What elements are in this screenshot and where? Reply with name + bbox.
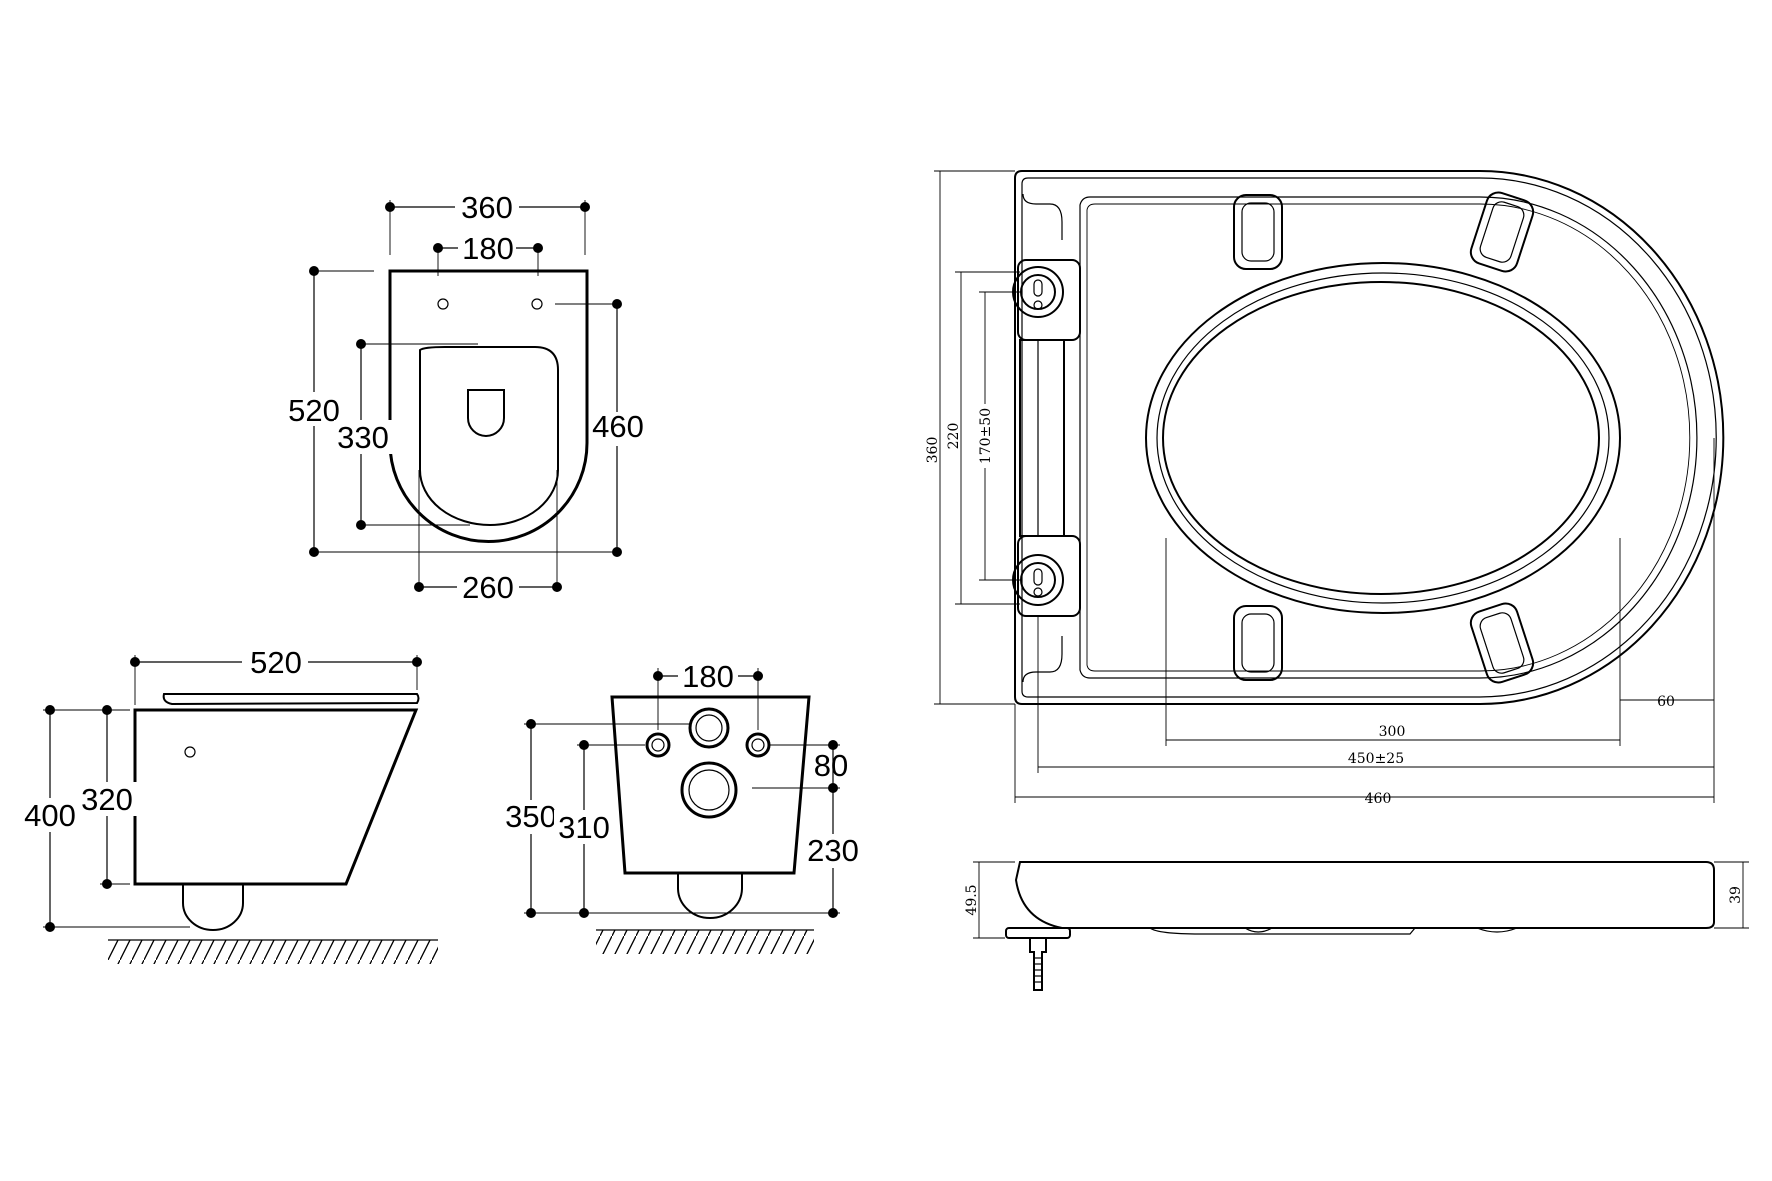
dim-side-length: 520 <box>250 645 302 680</box>
dim-top-width: 360 <box>461 190 513 225</box>
dim-seat-length: 460 <box>1365 791 1392 807</box>
seat-inner-rim <box>1079 196 1698 679</box>
dim-rear-waste-height: 230 <box>807 833 859 868</box>
dim-seat-front-edge: 60 <box>1657 694 1675 710</box>
seat-top-view: 360 220 170±50 300 450±25 460 60 <box>925 170 1725 807</box>
dim-top-fixing-to-front: 460 <box>592 409 644 444</box>
fixing-hole-side <box>184 746 196 758</box>
outlet-side <box>182 884 244 931</box>
toilet-rear-view: 180 350 310 80 230 <box>501 659 863 954</box>
rear-outlet <box>677 873 743 919</box>
seat-side-outline <box>1014 861 1715 929</box>
dim-seat-inner-length: 300 <box>1379 724 1406 740</box>
rear-outline <box>610 695 811 875</box>
hinge-top <box>1012 259 1081 341</box>
dim-rear-height-mid: 310 <box>558 810 610 845</box>
inlet-ring-top <box>688 707 730 749</box>
seat-side-view: 49.5 39 <box>964 861 1749 991</box>
water-outlet <box>467 389 505 437</box>
bowl-top-outline <box>388 269 589 544</box>
seat-opening-outer <box>1145 262 1621 614</box>
dim-rear-height-top: 350 <box>505 799 557 834</box>
seat-opening-outline <box>419 346 559 527</box>
bowl-side-outline <box>133 708 419 886</box>
seat-bumper-bottom-right <box>1469 602 1535 684</box>
fixing-ring-left <box>645 732 671 758</box>
dim-seat-width: 360 <box>925 437 941 464</box>
seat-side-hinge-plate <box>1005 927 1071 939</box>
floor-hatch-rear <box>596 930 814 954</box>
dim-seat-hinge-adjust: 170±50 <box>978 408 994 464</box>
seat-side-bolt <box>1029 937 1047 991</box>
seat-bumper-top-right <box>1469 191 1535 273</box>
fixing-hole-right <box>531 298 543 310</box>
dim-rear-fixing: 180 <box>682 659 734 694</box>
dim-seat-side-thickness: 39 <box>1728 886 1744 904</box>
dim-side-height-rim: 320 <box>81 782 133 817</box>
toilet-side-view: 520 400 320 <box>20 645 438 964</box>
seat-opening-inner <box>1162 281 1600 595</box>
dim-side-height-overall: 400 <box>24 798 76 833</box>
seat-lid-side <box>162 693 420 706</box>
dim-seat-side-height: 49.5 <box>964 884 980 915</box>
dim-seat-length-adjust: 450±25 <box>1348 751 1404 767</box>
seat-bumper-bottom-left <box>1233 605 1283 681</box>
fixing-hole-left <box>437 298 449 310</box>
dim-top-opening-length: 330 <box>337 420 389 455</box>
seat-outer-outline <box>1014 170 1725 705</box>
dim-seat-hinge-outer: 220 <box>946 423 962 450</box>
dim-top-fixing: 180 <box>462 231 514 266</box>
dim-top-opening-width: 260 <box>462 570 514 605</box>
dim-rear-offset: 80 <box>814 748 848 783</box>
hinge-bar <box>1019 339 1065 537</box>
hinge-bottom <box>1012 535 1081 617</box>
toilet-top-view: 360 180 520 330 460 260 <box>283 190 650 605</box>
floor-hatch-side <box>108 940 438 964</box>
waste-ring <box>680 761 738 819</box>
fixing-ring-right <box>745 732 771 758</box>
seat-bumper-top-left <box>1233 194 1283 270</box>
dim-top-depth: 520 <box>288 393 340 428</box>
